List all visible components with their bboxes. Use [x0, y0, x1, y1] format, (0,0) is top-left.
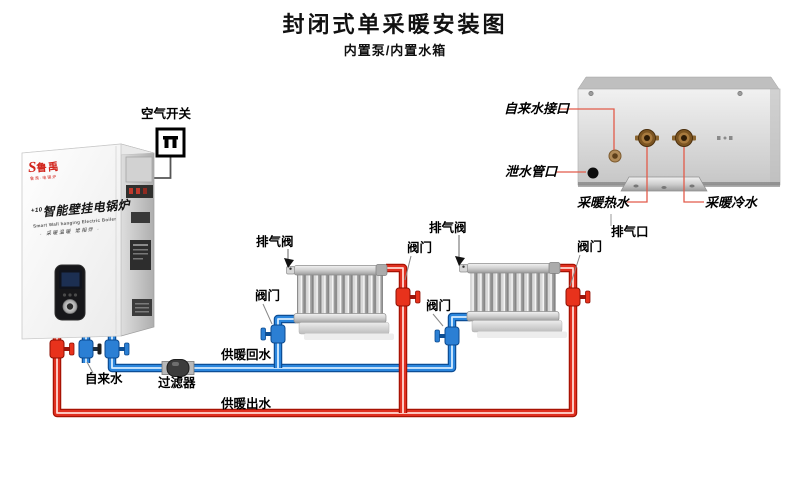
boiler-supply-valve-icon [49, 339, 75, 359]
boiler-side-label [130, 240, 151, 270]
radiator2-air-vent-icon [459, 264, 468, 273]
boiler-model-sup: +10 [30, 207, 43, 215]
heating-hot-water-port-icon [635, 129, 659, 147]
label-exhaust-port: 排气口 [611, 225, 649, 239]
tap-water-inlet-port-icon [608, 149, 622, 163]
radiator1-return-valve-icon [260, 324, 286, 344]
heating-cold-water-port-icon [672, 129, 696, 147]
radiator2-return-valve-icon [434, 326, 460, 346]
label-air-switch: 空气开关 [141, 107, 192, 121]
radiator1-air-vent-icon [286, 266, 295, 275]
radiator2-supply-valve-icon [565, 287, 591, 307]
label-tap-water: 自来水 [85, 372, 123, 386]
label-valve-radiator2-supply: 阀门 [577, 240, 603, 254]
page-subtitle: 内置泵/内置水箱 [343, 43, 447, 58]
label-heating-return-water: 供暖回水 [221, 348, 272, 362]
label-heating-cold-water: 采暖冷水 [705, 195, 758, 210]
label-valve-radiator2-return: 阀门 [426, 299, 452, 313]
label-drain-pipe-port: 泄水管口 [505, 164, 558, 179]
boiler-terminal-box [125, 156, 153, 183]
air-switch-wire [152, 156, 172, 179]
label-filter: 过滤器 [158, 376, 196, 390]
label-valve-radiator1-return: 阀门 [255, 289, 281, 303]
page-title: 封闭式单采暖安装图 [282, 12, 508, 37]
label-tap-water-inlet-port: 自来水接口 [504, 101, 570, 116]
label-air-vent-valve-2: 排气阀 [429, 221, 467, 235]
supply-water-pipe [52, 263, 578, 418]
filter-icon [161, 359, 195, 377]
boiler-rear-view [577, 76, 781, 192]
radiator-2 [459, 262, 567, 338]
radiator1-supply-valve-icon [395, 287, 421, 307]
drain-pipe-port-icon [587, 167, 599, 179]
tap-water-valve-icon [78, 339, 102, 359]
label-heating-supply-water: 供暖出水 [221, 397, 272, 411]
boiler-return-valve-icon [104, 339, 130, 359]
rear-small-fittings [717, 136, 733, 140]
air-switch-icon [155, 127, 186, 158]
label-valve-radiator1-supply: 阀门 [407, 241, 433, 255]
label-heating-hot-water: 采暖热水 [577, 195, 630, 210]
return-water-pipe [107, 312, 470, 373]
label-air-vent-valve-1: 排气阀 [256, 235, 294, 249]
boiler-control-panel [54, 264, 86, 321]
leader-lines [86, 108, 704, 374]
boiler-unit [21, 143, 172, 340]
mounting-bracket [620, 176, 708, 192]
radiator-1 [286, 264, 394, 340]
